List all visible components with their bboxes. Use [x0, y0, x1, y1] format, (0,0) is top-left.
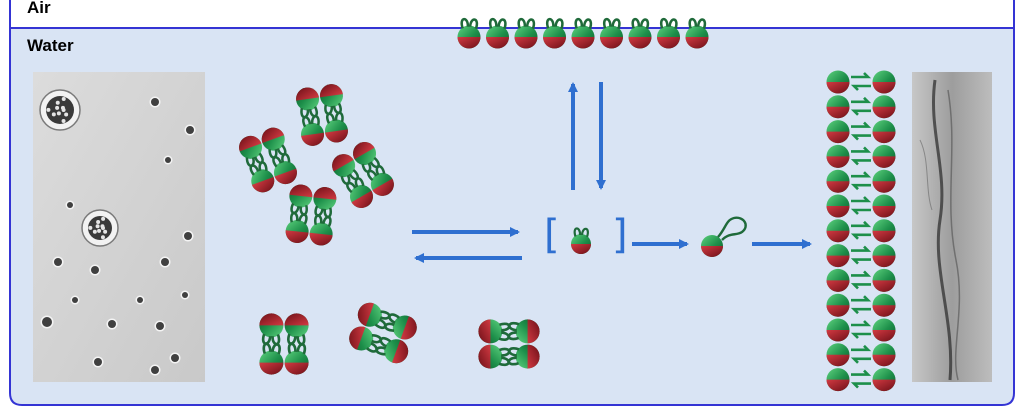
beta-strand-pair [850, 295, 872, 315]
molecules-layer [239, 17, 896, 392]
fibril-monomer [872, 219, 896, 243]
beta-strand-pair [850, 171, 872, 191]
aggregate-dimer-pair [296, 84, 348, 146]
beta-strand-pair [850, 245, 872, 265]
fibril-monomer [826, 120, 850, 144]
aggregate-dimer-pair [285, 184, 337, 246]
beta-strand-pair [850, 96, 872, 116]
air-label: Air [27, 0, 51, 17]
fibril-stack [826, 70, 896, 392]
dimer-bottom-monomer [375, 336, 409, 364]
fibril-monomer [872, 244, 896, 268]
beta-strand-pair [850, 369, 872, 389]
fibril-monomer [872, 194, 896, 218]
water-region [10, 28, 1014, 405]
dimer-top-monomer [313, 187, 337, 219]
bracket-open: [ [544, 212, 560, 258]
dimer-top-monomer [357, 302, 391, 330]
fibril-monomer [826, 194, 850, 218]
fibril-monomer [826, 219, 850, 243]
oligomer-dimer-pair [259, 313, 309, 375]
fibril-monomer [826, 95, 850, 119]
beta-strand-pair [850, 320, 872, 339]
fibril-monomer [872, 293, 896, 317]
dimer-top-monomer [478, 319, 511, 344]
dimer-bottom-monomer [384, 313, 417, 340]
fibril-monomer [872, 120, 896, 144]
beta-strand-pair [850, 196, 872, 215]
interface-monomer [600, 17, 623, 49]
fibril-monomer [826, 343, 850, 367]
fibril-monomer [826, 293, 850, 317]
bracket-close: ] [612, 212, 628, 258]
fibril-monomer [872, 70, 896, 94]
container-outline [9, 0, 1015, 406]
oligomer-dimer-pair [349, 302, 417, 364]
beta-strand-pair [850, 270, 872, 290]
dimer-bottom-monomer [324, 111, 348, 143]
fibril-monomer [872, 144, 896, 168]
fibril-monomer [872, 368, 896, 392]
fibril-monomer [872, 268, 896, 292]
right-micrograph [912, 72, 992, 382]
beta-strand-pair [850, 121, 872, 141]
dimer-bottom-monomer [249, 161, 275, 193]
interface-monomer [628, 17, 652, 49]
aggregate-dimer-pair [332, 142, 394, 208]
dimer-bottom-monomer [301, 115, 325, 146]
dimer-bottom-monomer [367, 165, 394, 196]
fibril-monomer [872, 343, 896, 367]
dimer-bottom-monomer [309, 214, 333, 246]
interface-monomer [514, 17, 538, 49]
beta-strand-pair [850, 146, 872, 166]
interface-monomer [685, 17, 709, 49]
dimer-top-monomer [259, 313, 284, 346]
fibril-monomer [872, 169, 896, 193]
aggregate-dimer-pair [239, 127, 297, 193]
folded-monomer [571, 227, 591, 254]
left-micrograph [33, 72, 205, 382]
interface-monomer [543, 17, 566, 49]
fibril-monomer [826, 268, 850, 292]
dimer-top-monomer [284, 313, 309, 346]
fibril-monomer [826, 368, 850, 392]
fibril-monomer [826, 318, 850, 342]
dimer-bottom-monomer [507, 344, 540, 369]
interface-monomer [457, 17, 481, 49]
fibril-monomer [826, 144, 850, 168]
dimer-top-monomer [353, 142, 380, 173]
water-label: Water [27, 36, 74, 55]
fibril-monomer [872, 318, 896, 342]
fibril-monomer [826, 244, 850, 268]
dimer-bottom-monomer [284, 342, 309, 375]
dimer-bottom-monomer [285, 211, 309, 243]
oligomer-dimer-pair [478, 319, 540, 369]
fibril-monomer [826, 169, 850, 193]
interface-monomer [657, 17, 680, 49]
fibril-monomer [826, 70, 850, 94]
interface-monomer [486, 17, 509, 49]
arrows [412, 82, 812, 263]
dimer-bottom-monomer [507, 319, 540, 344]
dimer-bottom-monomer [346, 177, 373, 208]
fibril-monomer [872, 95, 896, 119]
beta-strand-pair [850, 72, 872, 91]
dimer-bottom-monomer [272, 153, 297, 185]
dimer-bottom-monomer [259, 342, 284, 375]
beta-strand-pair [850, 220, 872, 240]
interface-monomer [571, 17, 595, 49]
unfolded-monomer [701, 216, 747, 257]
beta-strand-pair [850, 344, 872, 364]
